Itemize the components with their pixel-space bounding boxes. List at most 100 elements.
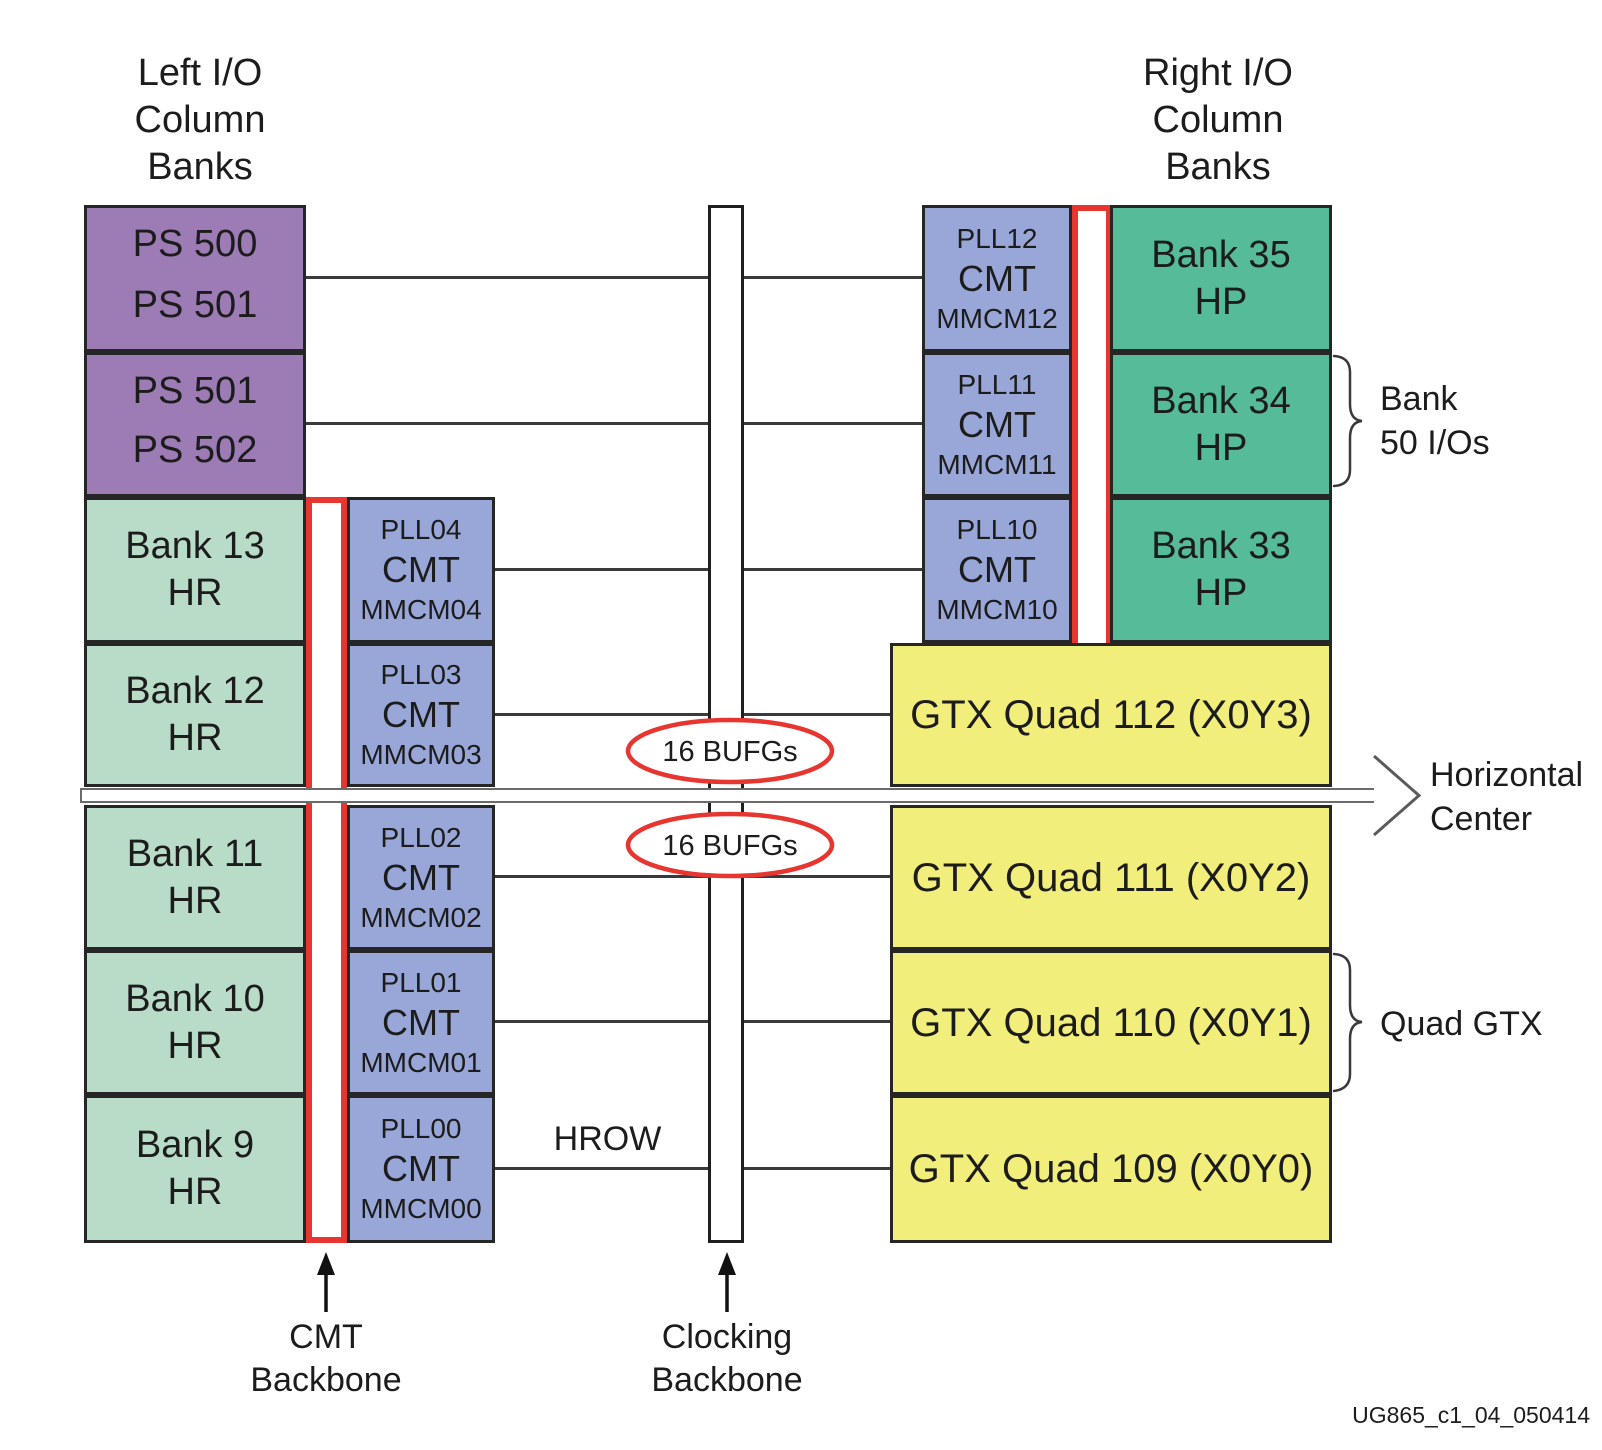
bank-name: Bank 13	[125, 525, 265, 567]
quad-gtx-brace	[1332, 952, 1363, 1093]
connector-cmt10-line	[744, 568, 922, 571]
mmcm-label: MMCM12	[936, 302, 1058, 334]
cmt-box-01: PLL01 CMT MMCM01	[347, 950, 495, 1095]
bank-name: Bank 12	[125, 670, 265, 712]
connector-cmt04-line	[495, 568, 708, 571]
cmt-box-11: PLL11 CMT MMCM11	[922, 352, 1072, 497]
bank-name: Bank 11	[126, 832, 264, 875]
gtx-quad-label: GTX Quad 111 (X0Y2)	[911, 855, 1311, 900]
gtx-quad-label: GTX Quad 109 (X0Y0)	[908, 1147, 1314, 1191]
cmt-backbone-channel-right	[1072, 205, 1112, 643]
connector-cmt00-hrow-line	[495, 1167, 708, 1170]
bank-name: Bank 34	[1151, 379, 1291, 422]
bank-type: HR	[167, 879, 223, 922]
mmcm-label: MMCM01	[360, 1046, 482, 1078]
hr-bank-box-9: Bank 9 HR	[84, 1095, 306, 1243]
cmt-box-12: PLL12 CMT MMCM12	[922, 205, 1072, 352]
connector-ps501-line	[306, 422, 708, 425]
connector-cmt12-line	[744, 276, 922, 279]
bank-type: HP	[1194, 572, 1248, 614]
bank-type: HR	[167, 1171, 223, 1213]
connector-gtx110-line	[744, 1020, 890, 1023]
cmt-box-00: PLL00 CMT MMCM00	[347, 1095, 495, 1243]
ps-bank-label: PS 501	[132, 370, 258, 412]
connector-gtx111-line	[744, 875, 890, 878]
cmt-label: CMT	[958, 549, 1036, 590]
hp-bank-box-35: Bank 35 HP	[1110, 205, 1332, 352]
gtx-quad-box-110: GTX Quad 110 (X0Y1)	[890, 950, 1332, 1095]
left-column-title: Left I/O Column Banks	[134, 52, 266, 188]
gtx-quad-box-111: GTX Quad 111 (X0Y2)	[890, 805, 1332, 950]
pll-label: PLL01	[380, 966, 462, 998]
horizontal-center-label: Horizontal Center	[1430, 756, 1584, 838]
horizontal-center-band	[80, 788, 1392, 803]
hp-bank-box-33: Bank 33 HP	[1110, 497, 1332, 643]
cmt-label: CMT	[382, 694, 460, 735]
mmcm-label: MMCM03	[360, 739, 482, 770]
pll-label: PLL00	[380, 1113, 462, 1144]
bank-name: Bank 33	[1151, 525, 1291, 567]
bank-type: HP	[1194, 280, 1248, 323]
ps-bank-box-500-501: PS 500 PS 501	[84, 205, 306, 352]
cmt-label: CMT	[382, 1148, 460, 1189]
mmcm-label: MMCM11	[937, 448, 1057, 480]
bank-name: Bank 10	[125, 977, 265, 1020]
bufg-count-label-bottom: 16 BUFGs	[662, 830, 798, 862]
ps-bank-box-501-502: PS 501 PS 502	[84, 352, 306, 497]
cmt-label: CMT	[382, 549, 460, 590]
ps-bank-label: PS 502	[132, 429, 258, 471]
clocking-backbone-label: Clocking Backbone	[651, 1318, 803, 1399]
connector-cmt02-line	[495, 875, 708, 878]
bank-type: HR	[167, 1024, 223, 1067]
clocking-backbone-channel	[708, 205, 744, 1243]
cmt-label: CMT	[958, 257, 1036, 299]
mmcm-label: MMCM02	[360, 901, 482, 933]
figure-id: UG865_c1_04_050414	[1352, 1402, 1590, 1428]
bank-name: Bank 9	[135, 1124, 255, 1166]
ps-bank-label: PS 501	[132, 284, 258, 326]
connector-gtx112-line	[744, 713, 890, 716]
gtx-quad-box-112: GTX Quad 112 (X0Y3)	[890, 643, 1332, 787]
connector-ps500-line	[306, 276, 708, 279]
cmt-backbone-channel-left	[306, 497, 347, 1243]
cmt-box-02: PLL02 CMT MMCM02	[347, 805, 495, 950]
bank-type: HR	[167, 717, 223, 759]
connector-cmt11-line	[744, 422, 922, 425]
mmcm-label: MMCM10	[936, 594, 1058, 625]
clocking-backbone-arrow-head	[718, 1252, 736, 1275]
bank-type: HP	[1194, 426, 1248, 469]
pll-label: PLL10	[956, 514, 1038, 545]
cmt-box-03: PLL03 CMT MMCM03	[347, 643, 495, 787]
connector-gtx109-line	[744, 1167, 890, 1170]
bank-name: Bank 35	[1151, 233, 1291, 276]
mmcm-label: MMCM04	[360, 594, 482, 625]
pll-label: PLL02	[380, 821, 462, 853]
hrow-label: HROW	[553, 1120, 662, 1158]
connector-cmt03-line	[495, 713, 708, 716]
gtx-quad-label: GTX Quad 110 (X0Y1)	[910, 1000, 1312, 1045]
hr-bank-box-10: Bank 10 HR	[84, 950, 306, 1095]
gtx-quad-box-109: GTX Quad 109 (X0Y0)	[890, 1095, 1332, 1243]
ps-bank-label: PS 500	[132, 223, 258, 265]
cmt-label: CMT	[382, 856, 460, 898]
cmt-box-04: PLL04 CMT MMCM04	[347, 497, 495, 643]
bank-50ios-label: Bank 50 I/Os	[1380, 380, 1490, 462]
quad-gtx-label: Quad GTX	[1380, 1005, 1543, 1043]
cmt-backbone-label: CMT Backbone	[250, 1318, 402, 1399]
cmt-backbone-arrow-head	[317, 1252, 335, 1275]
cmt-label: CMT	[382, 1001, 460, 1043]
cmt-box-10: PLL10 CMT MMCM10	[922, 497, 1072, 643]
pll-label: PLL03	[380, 659, 462, 690]
mmcm-label: MMCM00	[360, 1193, 482, 1224]
hr-bank-box-11: Bank 11 HR	[84, 805, 306, 950]
right-column-title: Right I/O Column Banks	[1143, 52, 1293, 188]
hp-bank-box-34: Bank 34 HP	[1110, 352, 1332, 497]
bank-type: HR	[167, 572, 223, 614]
gtx-quad-label: GTX Quad 112 (X0Y3)	[910, 693, 1312, 737]
pll-label: PLL11	[957, 368, 1037, 400]
pll-label: PLL04	[380, 514, 462, 545]
hr-bank-box-13: Bank 13 HR	[84, 497, 306, 643]
bank-50ios-brace	[1332, 354, 1363, 488]
bufg-count-label-top: 16 BUFGs	[662, 736, 798, 768]
